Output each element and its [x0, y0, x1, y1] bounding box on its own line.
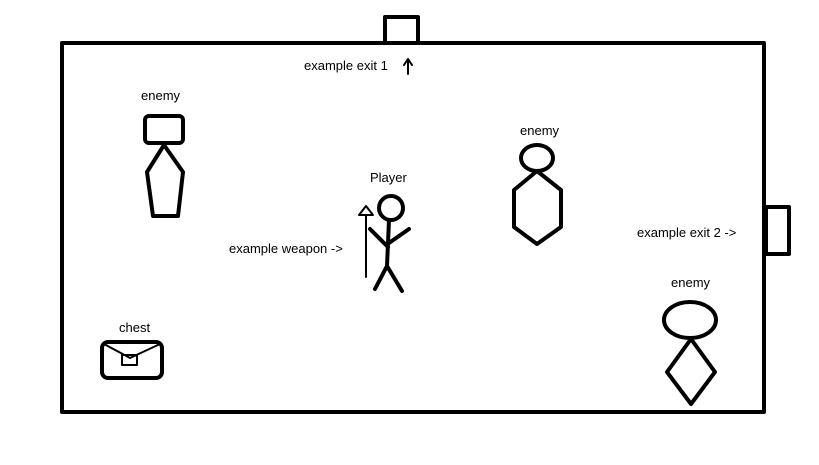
chest-icon — [100, 340, 164, 380]
exit-1-label: example exit 1 — [304, 58, 388, 73]
weapon-label: example weapon -> — [229, 241, 343, 256]
enemy-left-figure — [143, 114, 185, 218]
spear-icon — [358, 205, 374, 278]
enemy-left-label: enemy — [141, 88, 181, 103]
enemy-right-label: enemy — [671, 275, 711, 290]
exit-2-label: example exit 2 -> — [637, 225, 737, 240]
exit-1-door — [383, 15, 420, 45]
chest-label: chest — [119, 320, 151, 335]
enemy-middle-figure — [512, 143, 563, 246]
player-label: Player — [370, 170, 407, 185]
enemy-middle-label: enemy — [520, 123, 560, 138]
player-figure — [368, 194, 411, 293]
up-arrow-icon — [403, 58, 413, 75]
exit-2-door — [764, 205, 791, 256]
enemy-right-figure — [662, 300, 718, 406]
